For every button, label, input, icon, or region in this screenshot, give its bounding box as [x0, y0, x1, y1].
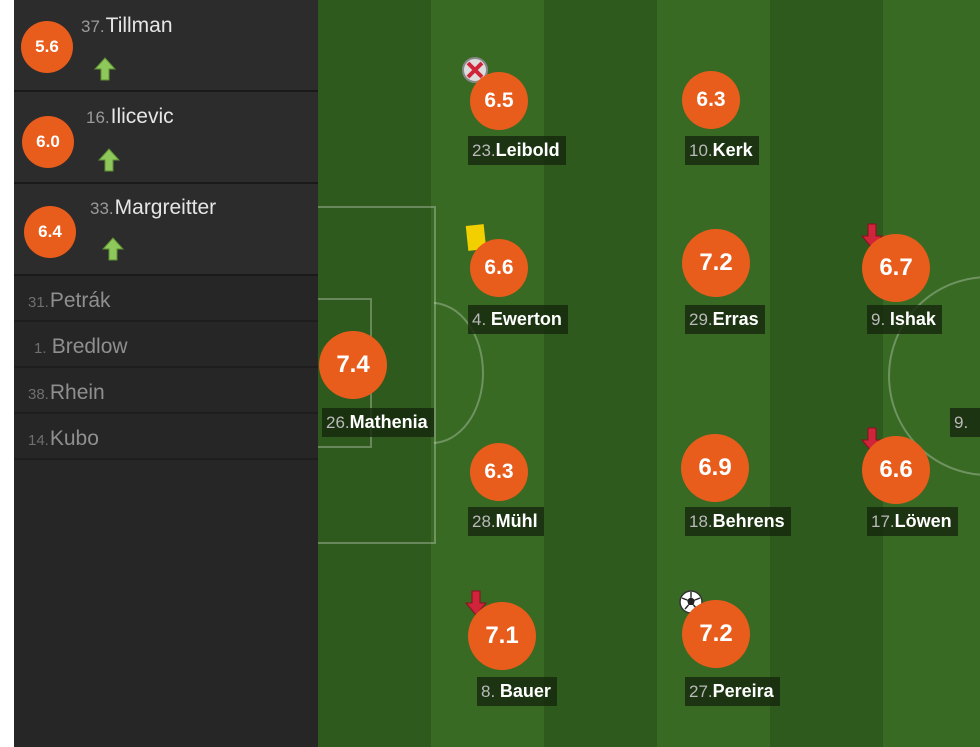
rating-badge: 6.0 — [22, 116, 74, 168]
player-number: 18. — [689, 512, 713, 531]
player-number: 10. — [689, 141, 713, 160]
player-number: 37. — [81, 17, 105, 36]
player-label-partial[interactable]: 9. — [950, 408, 980, 437]
player-label[interactable]: 29.Erras — [685, 305, 765, 334]
sub-in-arrow-icon — [98, 148, 120, 172]
player-name: Ilicevic — [110, 105, 174, 128]
pitch: 7.4 26.Mathenia 6.5 23.Leibold 6.6 4. Ew… — [318, 0, 980, 747]
bench-row[interactable]: 31.Petrák — [14, 276, 318, 322]
player-name: Ishak — [889, 309, 936, 329]
rating-badge[interactable]: 7.4 — [319, 331, 387, 399]
player-label[interactable]: 23.Leibold — [468, 136, 566, 165]
player-number: 9. — [871, 310, 890, 329]
substitutes-panel: 5.6 37.Tillman 6.0 16.Ilicevic 6.4 33.Ma… — [14, 0, 318, 747]
player-name: Behrens — [712, 511, 785, 531]
player-number: 38. — [28, 386, 49, 403]
substitute-row[interactable]: 6.0 16.Ilicevic — [14, 92, 318, 184]
player-name: Kerk — [712, 140, 753, 160]
player-number: 16. — [86, 108, 110, 127]
player-name: Erras — [712, 309, 759, 329]
player-number: 28. — [472, 512, 496, 531]
player-label[interactable]: 4. Ewerton — [468, 305, 568, 334]
rating-badge[interactable]: 6.6 — [862, 436, 930, 504]
player-label[interactable]: 18.Behrens — [685, 507, 791, 536]
substitute-row[interactable]: 5.6 37.Tillman — [14, 0, 318, 92]
player-name: Bauer — [499, 681, 551, 701]
injury-cross-icon — [462, 57, 488, 83]
rating-badge[interactable]: 7.1 — [468, 602, 536, 670]
player-label[interactable]: 9. Ishak — [867, 305, 942, 334]
player-name: Petrák — [49, 289, 111, 312]
rating-badge[interactable]: 7.2 — [682, 600, 750, 668]
rating-badge: 5.6 — [21, 21, 73, 73]
bench-row[interactable]: 1. Bredlow — [14, 322, 318, 368]
player-name: Kubo — [49, 427, 99, 450]
rating-badge[interactable]: 7.2 — [682, 229, 750, 297]
player-number: 4. — [472, 310, 491, 329]
player-name: Löwen — [894, 511, 952, 531]
rating-badge[interactable]: 6.7 — [862, 234, 930, 302]
rating-badge[interactable]: 6.3 — [470, 443, 528, 501]
rating-badge[interactable]: 6.3 — [682, 71, 740, 129]
player-number: 31. — [28, 294, 49, 311]
player-name: Bredlow — [51, 335, 128, 358]
player-name: Margreitter — [114, 196, 217, 219]
rating-badge: 6.4 — [24, 206, 76, 258]
player-label[interactable]: 27.Pereira — [685, 677, 780, 706]
player-name: Ewerton — [490, 309, 562, 329]
rating-badge[interactable]: 6.5 — [470, 72, 528, 130]
bench-row[interactable]: 14.Kubo — [14, 414, 318, 460]
bench-row[interactable]: 38.Rhein — [14, 368, 318, 414]
player-name: Rhein — [49, 381, 105, 404]
player-number: 14. — [28, 432, 49, 449]
player-number: 26. — [326, 413, 350, 432]
player-name: Mathenia — [349, 412, 428, 432]
player-label[interactable]: 26.Mathenia — [322, 408, 434, 437]
player-name: Mühl — [495, 511, 538, 531]
rating-badge[interactable]: 6.9 — [681, 434, 749, 502]
player-label[interactable]: 10.Kerk — [685, 136, 759, 165]
substitute-row[interactable]: 6.4 33.Margreitter — [14, 184, 318, 276]
player-number: 27. — [689, 682, 713, 701]
player-number: 17. — [871, 512, 895, 531]
player-name: Tillman — [105, 14, 173, 37]
sub-in-arrow-icon — [94, 57, 116, 81]
player-label[interactable]: 8. Bauer — [477, 677, 557, 706]
sub-in-arrow-icon — [102, 237, 124, 261]
player-number: 8. — [481, 682, 500, 701]
player-name: Pereira — [712, 681, 774, 701]
player-name: Leibold — [495, 140, 560, 160]
player-number: 1. — [34, 340, 47, 357]
player-label[interactable]: 17.Löwen — [867, 507, 958, 536]
player-number: 33. — [90, 199, 114, 218]
rating-badge[interactable]: 6.6 — [470, 239, 528, 297]
player-label[interactable]: 28.Mühl — [468, 507, 544, 536]
player-number: 23. — [472, 141, 496, 160]
player-number: 29. — [689, 310, 713, 329]
